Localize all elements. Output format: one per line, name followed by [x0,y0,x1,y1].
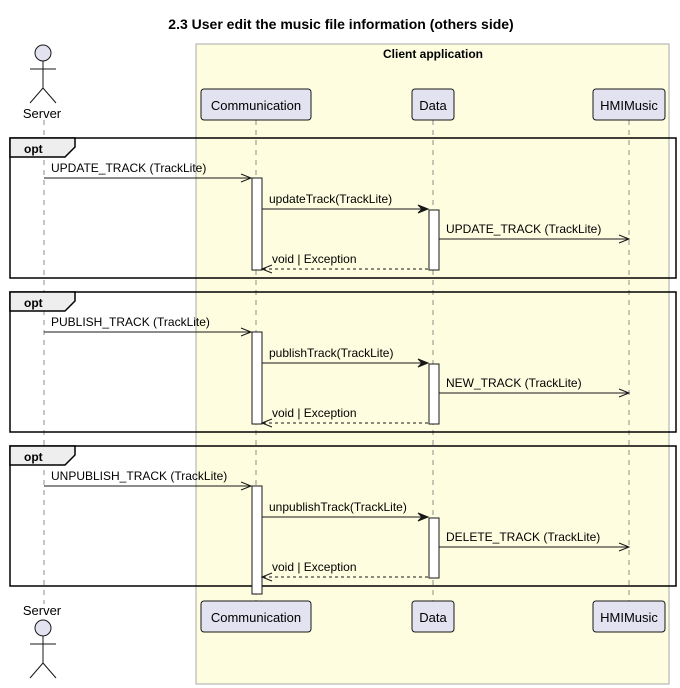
arrow-head [618,542,631,552]
opt-tab [9,445,76,466]
arrow-head [260,418,273,428]
message: DELETE_TRACK (TrackLite) [439,530,631,552]
participant-hmimusic-top: HMIMusic [592,88,666,121]
message: void | Exception [260,560,428,582]
arrow-head [618,388,631,398]
message: UPDATE_TRACK (TrackLite) [44,161,253,183]
participant-label: HMIMusic [600,98,658,113]
arrow-head [417,204,430,214]
message-label: UPDATE_TRACK (TrackLite) [51,161,206,175]
message-label: publishTrack(TrackLite) [269,346,393,360]
opt-tab [9,291,76,312]
arrow-head [417,358,430,368]
message-label: NEW_TRACK (TrackLite) [446,376,582,390]
activation-bar-data [428,517,440,579]
participant-communication-bottom: Communication [200,600,312,633]
message-label: PUBLISH_TRACK (TrackLite) [51,315,210,329]
opt-label: opt [24,296,43,310]
participant-communication-top: Communication [200,88,312,121]
message-label: void | Exception [272,406,357,420]
activation-bar-communication [251,331,263,425]
actor-server-top-label: Server [23,106,62,121]
opt-frame [9,291,677,433]
message-label: unpublishTrack(TrackLite) [269,500,407,514]
opt-frame [9,445,677,587]
arrow-head [240,327,253,337]
actor-left-leg [29,87,44,104]
participant-data-top: Data [411,88,455,121]
activation-bar-data [428,209,440,271]
actor-head [34,44,52,62]
actor-left-leg [29,662,44,679]
message-label: DELETE_TRACK (TrackLite) [446,530,600,544]
message-label: void | Exception [272,252,357,266]
participant-label: Data [419,610,447,625]
arrow-head [618,234,631,244]
arrow-head [260,264,273,274]
message: NEW_TRACK (TrackLite) [439,376,631,398]
arrow-head [417,512,430,522]
opt-label: opt [24,142,43,156]
participant-hmimusic-bottom: HMIMusic [592,600,666,633]
message: updateTrack(TrackLite) [262,192,430,214]
actor-right-leg [42,87,57,104]
message-label: updateTrack(TrackLite) [269,192,392,206]
message: void | Exception [260,252,428,274]
participant-data-bottom: Data [411,600,455,633]
client-application-label: Client application [383,47,483,61]
actor-server-top [29,44,57,104]
message: UNPUBLISH_TRACK (TrackLite) [44,469,253,491]
message: PUBLISH_TRACK (TrackLite) [44,315,253,337]
actor-head [34,619,52,637]
activation-bar-communication [251,485,263,595]
message-label: UNPUBLISH_TRACK (TrackLite) [51,469,227,483]
participant-label: HMIMusic [600,610,658,625]
message: UPDATE_TRACK (TrackLite) [439,222,631,244]
message: void | Exception [260,406,428,428]
opt-label: opt [24,450,43,464]
arrow-head [240,481,253,491]
message: unpublishTrack(TrackLite) [262,500,430,522]
opt-tab [9,137,76,158]
activation-bar-data [428,363,440,425]
arrow-head [240,173,253,183]
arrow-head [260,572,273,582]
actor-right-leg [42,662,57,679]
actor-server-bottom [29,619,57,679]
message-label: void | Exception [272,560,357,574]
participant-label: Data [419,98,447,113]
message-label: UPDATE_TRACK (TrackLite) [446,222,601,236]
participant-label: Communication [211,610,301,625]
message: publishTrack(TrackLite) [262,346,430,368]
opt-frame [9,137,677,279]
actor-server-bottom-label: Server [23,603,62,618]
diagram-title: 2.3 User edit the music file information… [168,16,513,32]
participant-label: Communication [211,98,301,113]
activation-bar-communication [251,177,263,271]
